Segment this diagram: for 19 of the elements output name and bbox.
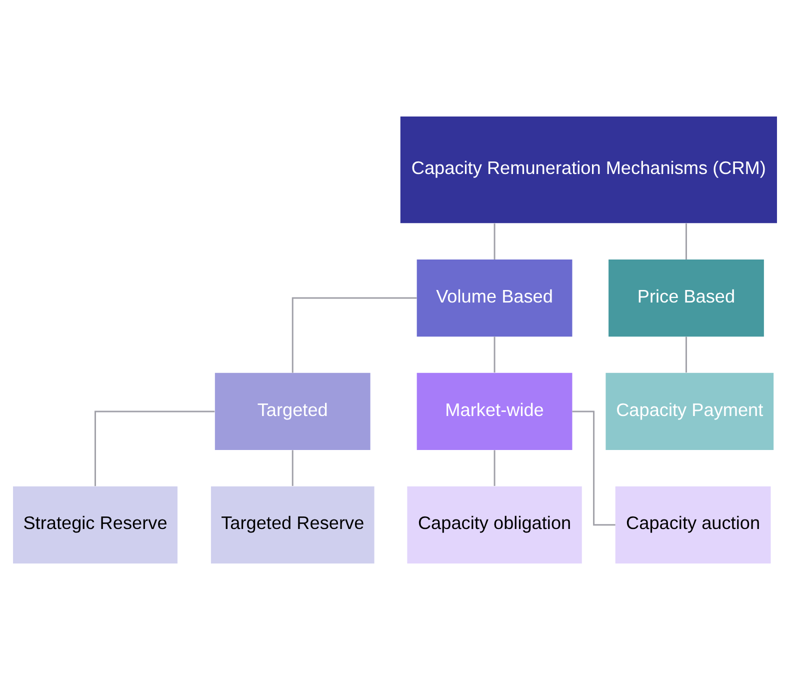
node-box: Targeted Reserve (210, 486, 374, 564)
connector (686, 336, 687, 373)
node-box: Capacity Payment (606, 372, 774, 450)
node-box: Price Based (608, 259, 764, 337)
connector (292, 297, 417, 373)
node-box: Capacity Remuneration Mechanisms (CRM) (400, 116, 777, 224)
connector (292, 450, 294, 486)
connector (686, 223, 687, 260)
connector (94, 410, 215, 486)
node-box: Market-wide (416, 372, 572, 450)
connector (494, 336, 496, 373)
node-box: Capacity auction (615, 486, 771, 564)
connector (494, 223, 496, 260)
connector (494, 450, 496, 486)
node-box: Strategic Reserve (13, 486, 178, 564)
connector (572, 410, 616, 526)
node-box: Capacity obligation (407, 486, 582, 564)
node-box: Targeted (214, 372, 370, 450)
node-box: Volume Based (416, 259, 572, 337)
